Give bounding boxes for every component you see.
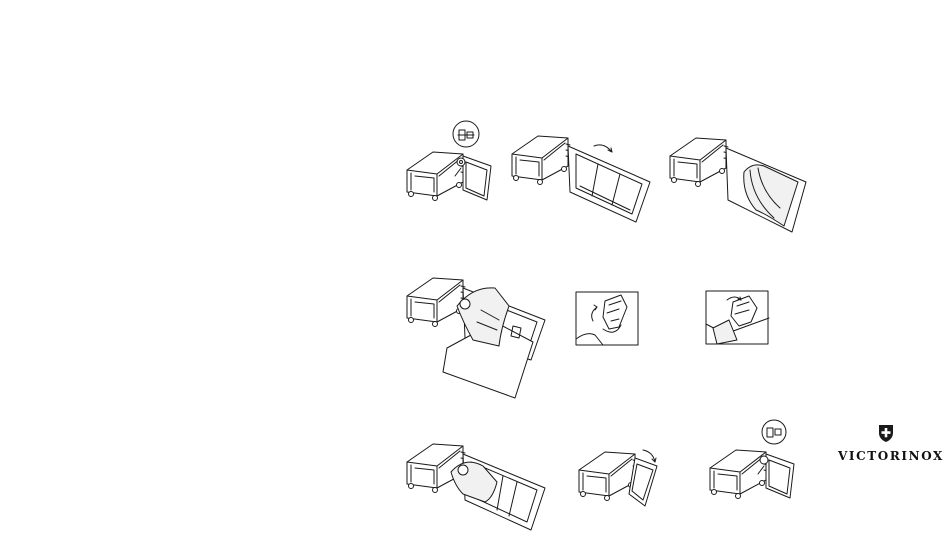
- step-7-fold-garment: [403, 432, 548, 532]
- suitcase-open-icon: [403, 266, 548, 401]
- step-1-unlatch: [403, 120, 498, 205]
- suitcase-open-icon: [706, 418, 801, 503]
- step-9-secure-latch: [706, 418, 801, 503]
- suitcase-open-icon: [508, 124, 653, 224]
- clip-detail-icon: [575, 291, 640, 347]
- suitcase-open-icon: [666, 126, 811, 236]
- suitcase-open-icon: [403, 120, 498, 205]
- step-8-close-lid: [575, 440, 670, 510]
- suitcase-open-icon: [575, 440, 670, 510]
- clip-detail-icon: [705, 290, 770, 346]
- suitcase-open-icon: [403, 432, 548, 532]
- latch-detail-icon: [762, 420, 786, 444]
- brand-logo: VICTORINOX: [838, 424, 934, 463]
- cross-and-shield-icon: [878, 424, 894, 443]
- latch-detail-icon: [453, 121, 479, 147]
- brand-name: VICTORINOX: [838, 449, 934, 463]
- step-5-detach-clip: [575, 291, 640, 347]
- step-3-peel-cover: [666, 126, 811, 236]
- step-2-open-lid: [508, 124, 653, 224]
- step-6-release-clip: [705, 290, 770, 346]
- step-4-pull-garment: [403, 266, 548, 401]
